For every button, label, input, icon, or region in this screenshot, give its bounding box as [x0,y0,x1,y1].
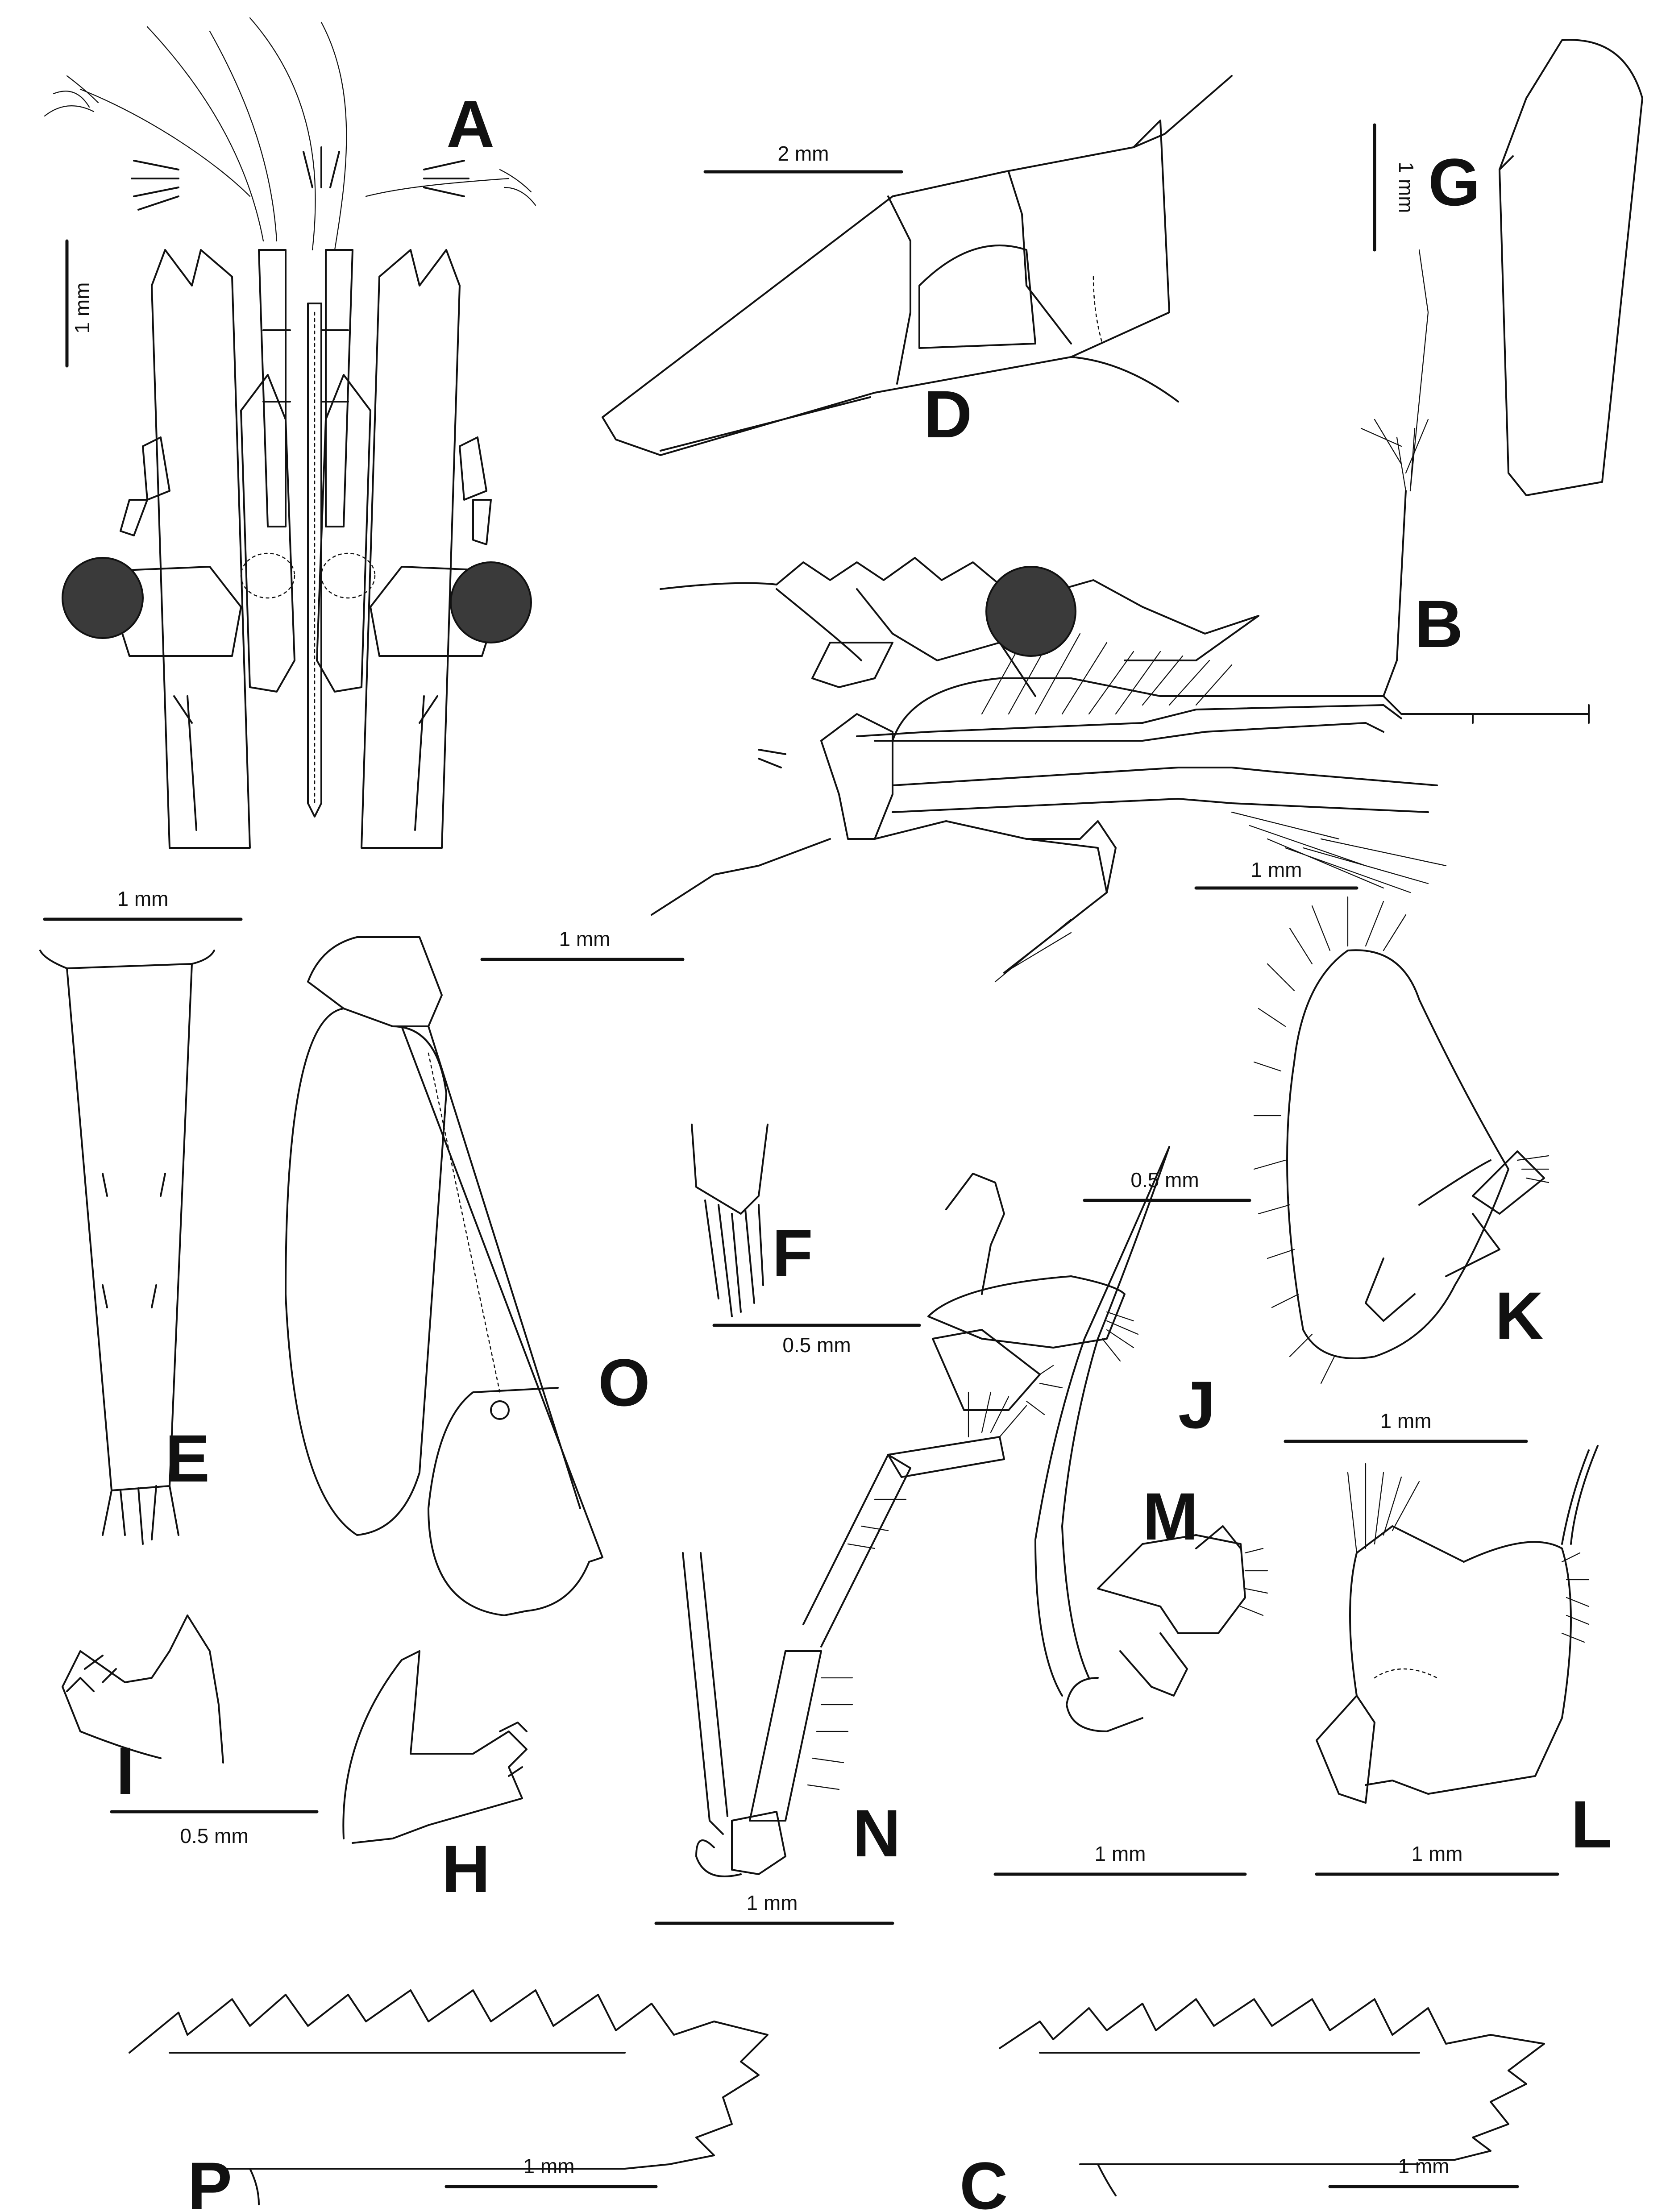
panel-o-drawing [285,936,603,1616]
panel-m-drawing [1034,1146,1268,1732]
panel-h-drawing [342,1650,528,1844]
panel-label-h: H [442,1831,490,1906]
panel-c-drawing [999,1998,1545,2196]
scale-label-a: 1 mm [71,282,94,334]
panel-d-drawing [602,75,1233,456]
panel-p-drawing [129,1989,769,2205]
scale-label-k: 1 mm [1380,1409,1432,1432]
scale-label-d: 2 mm [778,142,829,165]
panel-label-g: G [1428,145,1480,220]
scale-label-j: 0.5 mm [1130,1168,1199,1191]
panel-l-drawing [1316,1445,1599,1804]
panel-label-d: D [924,377,972,452]
scale-label-hi: 0.5 mm [180,1824,248,1847]
scale-label-p: 1 mm [523,2154,575,2178]
panel-label-l: L [1571,1787,1612,1862]
panel-i-drawing [62,1614,224,1764]
scale-label-m: 1 mm [1095,1842,1146,1865]
scale-label-l: 1 mm [1412,1842,1463,1865]
scale-label-f: 0.5 mm [782,1333,851,1357]
panel-n-drawing [682,1391,1027,1877]
panel-k-drawing [1253,896,1550,1384]
panel-label-p: P [187,2148,232,2212]
panel-g-drawing [1499,39,1643,496]
panel-label-i: I [116,1733,135,1808]
panel-label-a: A [446,87,494,162]
panel-e-drawing [39,950,215,1545]
panel-j-drawing [927,1173,1139,1415]
panel-label-o: O [598,1345,650,1420]
panel-label-f: F [772,1216,813,1291]
panel-label-j: J [1178,1367,1215,1442]
panel-label-m: M [1142,1479,1198,1554]
scale-label-g: 1 mm [1395,162,1418,213]
scale-label-e: 1 mm [117,887,169,910]
scale-label-c: 1 mm [1398,2154,1450,2178]
panel-a-drawing [44,17,536,849]
panel-b-drawing [651,249,1590,983]
panel-label-k: K [1495,1278,1543,1353]
panel-f-drawing [691,1124,769,1317]
scale-label-b: 1 mm [1251,858,1302,881]
panel-label-c: C [960,2148,1008,2212]
panel-label-b: B [1415,586,1463,661]
scale-label-o: 1 mm [559,927,611,950]
panel-label-n: N [852,1796,901,1871]
scale-label-n: 1 mm [747,1891,798,1914]
panel-label-e: E [165,1421,210,1496]
